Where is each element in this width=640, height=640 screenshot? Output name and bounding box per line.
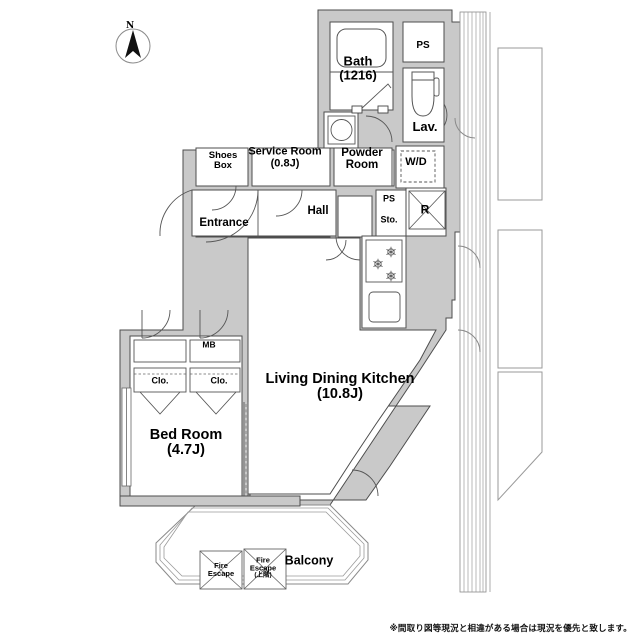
room-label-powder-room-sub: Room [345,159,379,171]
room-label-balcony: Balcony [284,553,334,568]
refrigerator-icon [408,190,446,230]
bath-door-icon [359,83,392,111]
fire-escape-hatch-upper [243,548,287,590]
room-label-shoes-box: Shoes Box [209,151,238,171]
room-label-bath: Bath (1216) [339,54,377,81]
bedroom-window [121,387,132,487]
disclaimer-note: ※間取り図等現況と相違がある場合は現況を優先と致します。 [389,624,632,634]
building-envelope [454,11,543,593]
room-label-bed-room-main: Bed Room [149,426,223,443]
fire-escape-upper-line3: (上階) [254,571,272,579]
cooktop-icon [365,239,403,283]
bathtub-icon [336,28,387,68]
room-label-hall: Hall [307,204,329,217]
toilet-icon [411,71,440,117]
north-label: N [126,21,135,31]
fire-escape-lower-line1: Fire [214,561,228,571]
room-label-entrance: Entrance [199,216,249,229]
fixtures [121,28,448,502]
room-label-ldk-main: Living Dining Kitchen [265,370,415,387]
room-label-storage: Sto. [380,214,398,225]
room-label-service-room-sub: (0.8J) [270,157,300,169]
room-label-shoes-box-main: Shoes [208,150,238,162]
closet-units [133,309,241,415]
room-label-powder-room: Powder Room [341,147,383,171]
fire-escape-hatch-lower [199,550,243,590]
room-label-washer-dryer: W/D [405,156,427,169]
room-label-service-room-main: Service Room [248,145,322,158]
room-label-shoes-box-sub: Box [214,160,232,171]
room-label-bed-room-sub: (4.7J) [167,442,205,458]
fire-escape-lower-line2: Escape [207,569,235,578]
kitchen-sink-icon [368,291,401,323]
room-label-bed-room: Bed Room (4.7J) [149,426,223,458]
shoes-box-door-icon [211,185,237,211]
north-arrow [115,28,151,64]
label-fire-escape-upper: Fire Escape (上階) [249,555,277,580]
entrance-door-icon [159,189,259,243]
bedroom-partition [243,402,249,498]
fire-escape-upper-line2: Escape [249,563,277,573]
service-room-door-icon [275,189,303,217]
room-label-refrigerator: R [420,202,430,217]
washbasin-icon [327,115,356,145]
balcony-structure [119,495,369,590]
balcony-door-icon [351,469,379,497]
room-label-ldk-sub: (10.8J) [317,386,363,402]
room-label-bath-sub: (1216) [339,67,377,82]
room-label-service-room: Service Room (0.8J) [248,146,321,169]
room-label-main-box: MB [202,339,216,350]
room-label-closet-left: Clo. [151,375,169,386]
room-label-closet-right: Clo. [210,375,228,386]
label-fire-escape-lower: Fire Escape [208,562,234,578]
room-label-ps-upper: PS [416,39,430,51]
washer-dryer-icon [400,150,436,183]
room-label-bath-main: Bath [343,53,373,69]
room-label-living-dining-kitchen: Living Dining Kitchen (10.8J) [265,370,415,402]
room-label-powder-room-main: Powder [341,146,383,159]
fire-escape-upper-line1: Fire [256,555,270,565]
room-label-ps-lower: PS [382,193,396,204]
room-label-lavatory: Lav. [412,119,438,135]
corridor-hatching [459,11,487,593]
